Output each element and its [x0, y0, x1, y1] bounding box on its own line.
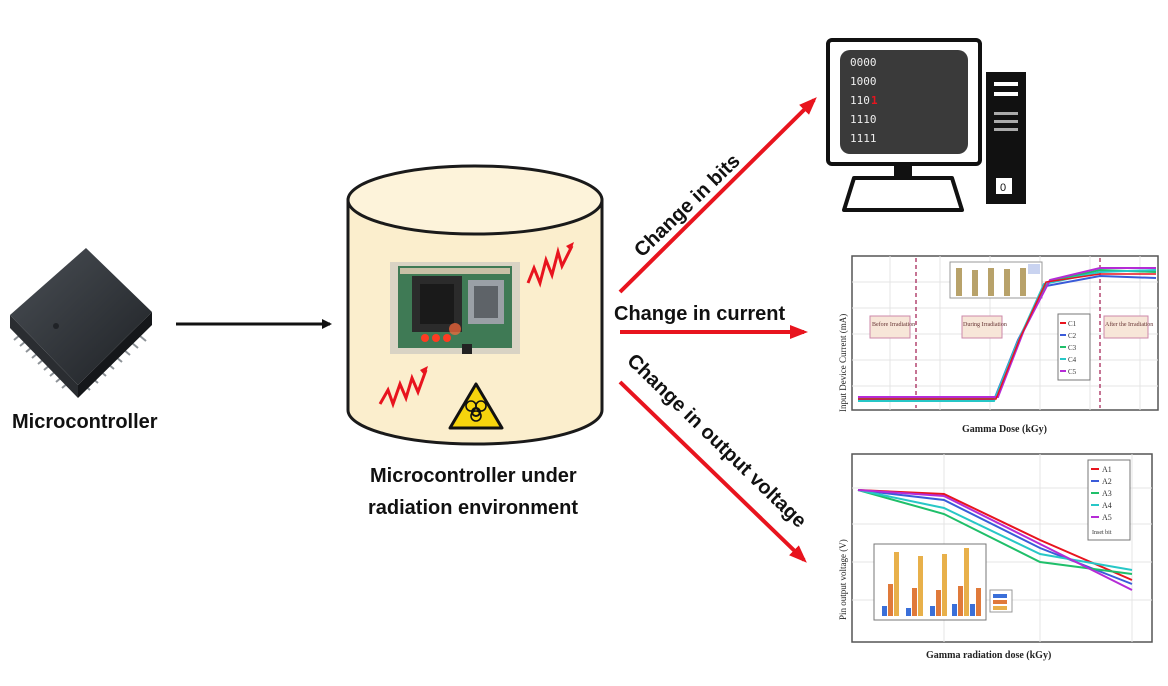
- legend-entry: C2: [1068, 332, 1077, 340]
- legend-entry: A3: [1102, 489, 1112, 498]
- bits-arrow-label: Change in bits: [630, 150, 744, 262]
- flipped-bit: 1: [871, 94, 878, 107]
- bits-arrow: [618, 97, 817, 294]
- bit-row: 0000: [850, 56, 877, 69]
- microcontroller-chip-icon: [10, 248, 152, 398]
- circuit-board-photo: [390, 262, 520, 354]
- radiation-wave-icon: [378, 369, 428, 409]
- legend-entry: A5: [1102, 513, 1112, 522]
- voltage-chart-xlabel: Gamma radiation dose (kGy): [926, 650, 1051, 661]
- chamber-label-line2: radiation environment: [368, 497, 578, 519]
- computer-icon: [826, 38, 1026, 212]
- legend-entry: C5: [1068, 368, 1077, 376]
- legend-entry: Inset bit: [1092, 530, 1112, 536]
- phase-label: After the Irradiation: [1105, 321, 1153, 328]
- legend-entry: C1: [1068, 320, 1077, 328]
- phase-label: Before Irradiation: [872, 321, 915, 328]
- current-chart-xlabel: Gamma Dose (kGy): [962, 424, 1047, 435]
- bit-row: 1110: [850, 113, 877, 126]
- tower-label: 0: [1000, 182, 1006, 194]
- current-arrow-label: Change in current: [614, 303, 785, 325]
- voltage-arrow-label: Change in output voltage: [623, 350, 811, 533]
- legend-entry: A2: [1102, 477, 1112, 486]
- radiation-wave-icon: [526, 245, 574, 288]
- legend-entry: A4: [1102, 501, 1112, 510]
- voltage-chart-thumbnail: [851, 453, 1153, 643]
- microcontroller-label: Microcontroller: [12, 411, 158, 433]
- legend-entry: A1: [1102, 465, 1112, 474]
- legend-entry: C4: [1068, 356, 1077, 364]
- current-chart-thumbnail: [851, 255, 1159, 411]
- bit-row: 110: [850, 94, 870, 107]
- bit-row: 1000: [850, 75, 877, 88]
- chamber-label-line1: Microcontroller under: [370, 465, 577, 487]
- legend-entry: C3: [1068, 344, 1077, 352]
- current-chart-ylabel: Input Device Current (mA): [838, 314, 848, 412]
- voltage-arrow: [618, 380, 807, 563]
- biohazard-warning-icon: [448, 382, 504, 430]
- phase-label: During Irradiation: [963, 322, 1007, 328]
- bit-row: 1111: [850, 132, 877, 145]
- voltage-chart-ylabel: Pin output voltage (V): [838, 539, 848, 620]
